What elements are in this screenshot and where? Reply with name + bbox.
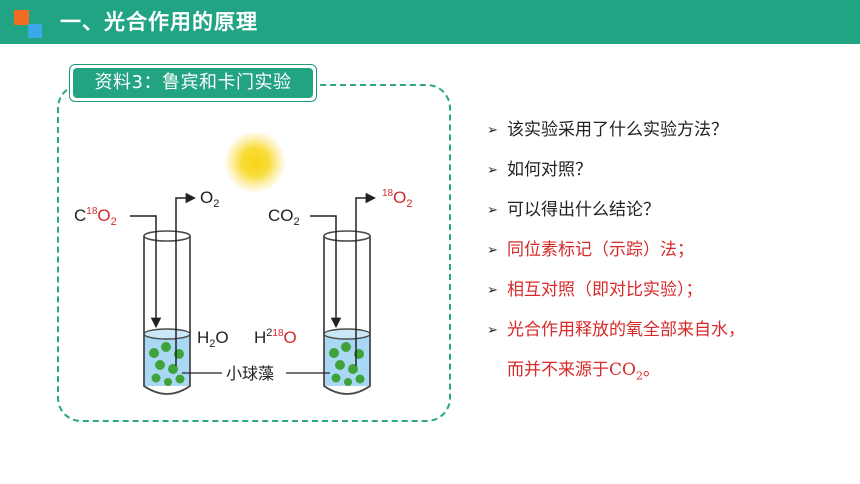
answer-item-3: ➢ 光合作用释放的氧全部来自水， xyxy=(487,314,745,354)
answer-text: 相互对照（即对比实验）； xyxy=(507,280,703,300)
right-water-surface xyxy=(323,328,371,340)
answer-text: 光合作用释放的氧全部来自水， xyxy=(507,320,745,340)
right-output-gas-label: 18O2 xyxy=(382,188,412,210)
right-tube xyxy=(310,192,377,395)
question-text: 该实验采用了什么实验方法？ xyxy=(507,120,728,140)
question-item-3: ➢ 可以得出什么结论？ xyxy=(487,194,745,234)
left-output-gas-label: O2 xyxy=(200,188,219,210)
right-water-label: H218O xyxy=(254,327,297,347)
conclusion-text: 而并不来源于 xyxy=(507,360,609,380)
logo-square-blue xyxy=(28,24,42,38)
arrow-bullet-icon: ➢ xyxy=(487,163,498,178)
co2-formula: CO2 xyxy=(609,360,643,383)
answer-item-1: ➢ 同位素标记（示踪）法； xyxy=(487,234,745,274)
arrow-bullet-icon: ➢ xyxy=(487,123,498,138)
right-input-gas-label: CO2 xyxy=(268,206,300,228)
left-water-surface xyxy=(143,328,191,340)
question-text: 可以得出什么结论？ xyxy=(507,200,660,220)
page-title: 一、光合作用的原理 xyxy=(60,10,258,34)
left-water-label: H2O xyxy=(197,328,229,350)
material-label: 资料3：鲁宾和卡门实验 xyxy=(69,64,317,102)
algae-label: 小球藻 xyxy=(226,364,274,383)
sun-icon xyxy=(225,132,285,192)
left-tube-wall xyxy=(143,236,191,395)
experiment-diagram: C18O2 O2 H2O CO2 18O2 H218O 小球藻 xyxy=(74,188,412,395)
right-input-arrow xyxy=(310,215,342,329)
answer-item-2: ➢ 相互对照（即对比实验）； xyxy=(487,274,745,314)
arrow-bullet-icon: ➢ xyxy=(487,283,498,298)
material-label-text: 资料3：鲁宾和卡门实验 xyxy=(73,68,313,98)
question-item-2: ➢ 如何对照？ xyxy=(487,154,745,194)
answer-item-3-continued: 而并不来源于CO2。 xyxy=(507,360,660,383)
question-text: 如何对照？ xyxy=(507,160,592,180)
right-algae xyxy=(329,342,365,386)
right-output-arrow xyxy=(355,192,377,366)
arrow-bullet-icon: ➢ xyxy=(487,203,498,218)
logo-square-orange xyxy=(14,10,29,25)
left-tube-rim xyxy=(143,230,191,242)
arrow-bullet-icon: ➢ xyxy=(487,323,498,338)
left-tube xyxy=(130,192,197,395)
left-input-gas-label: C18O2 xyxy=(74,206,117,228)
question-item-1: ➢ 该实验采用了什么实验方法？ xyxy=(487,114,745,154)
right-tube-rim xyxy=(323,230,371,242)
question-list: ➢ 该实验采用了什么实验方法？ ➢ 如何对照？ ➢ 可以得出什么结论？ ➢ 同位素标记（… xyxy=(487,114,745,394)
left-output-arrow xyxy=(175,192,197,366)
title-bar: 一、光合作用的原理 xyxy=(0,0,860,44)
answer-text: 同位素标记（示踪）法； xyxy=(507,240,694,260)
right-tube-wall xyxy=(323,236,371,395)
arrow-bullet-icon: ➢ xyxy=(487,243,498,258)
left-input-arrow xyxy=(130,215,162,329)
